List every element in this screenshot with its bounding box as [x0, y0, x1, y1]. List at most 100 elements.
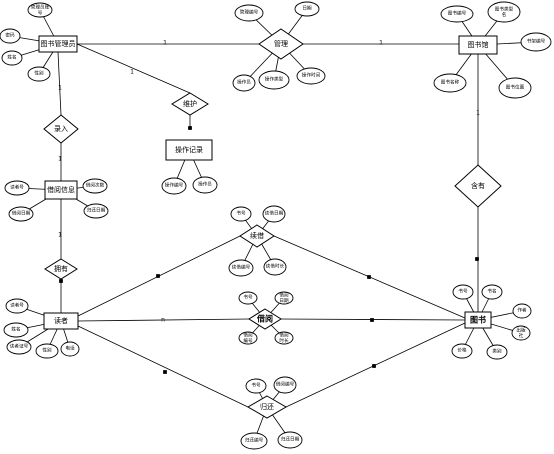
attribute-label: 密码: [5, 32, 15, 39]
attribute-book-4: 价格: [451, 343, 473, 359]
attribute-label: 借阅日期: [12, 210, 31, 217]
attribute-label: 借阅编号: [276, 381, 295, 388]
relation-label: 维护: [183, 99, 197, 108]
attribute-return-0: 书号: [245, 378, 267, 394]
relation-manage: 管理: [258, 28, 304, 60]
attribute-librarian-2: 姓名: [1, 50, 23, 66]
attribute-borrow-3: 借阅时长: [274, 331, 294, 345]
cardinality-label: 1: [476, 110, 480, 117]
connector-marker: [370, 318, 374, 322]
attribute-label: 姓名: [11, 326, 20, 333]
connector-marker: [156, 274, 160, 278]
attribute-label: 续借编号: [232, 264, 251, 271]
attribute-return-2: 归还编号: [240, 432, 268, 450]
entity-op_log: 操作记录: [165, 139, 213, 161]
attribute-book-1: 书名: [481, 284, 503, 300]
relationship-edge: [77, 318, 250, 322]
attribute-label: 借阅日期: [279, 291, 289, 304]
attribute-renew-1: 续借日期: [262, 205, 286, 223]
attribute-book-3: 出版社: [511, 325, 531, 341]
attribute-label: 续借日期: [265, 210, 284, 217]
attribute-librarian-1: 密码: [0, 28, 21, 44]
cardinality-label: 1: [58, 232, 62, 239]
connector-marker: [163, 370, 167, 374]
attribute-label: 书号: [251, 382, 261, 389]
relationship-edge: [76, 43, 191, 94]
attribute-label: 归还编号: [245, 437, 264, 444]
cardinality-label: n: [161, 317, 165, 324]
entity-label: 图书馆: [468, 40, 489, 49]
attribute-book-5: 类别: [486, 344, 508, 360]
attribute-label: 性别: [42, 347, 52, 354]
attribute-library-4: 图书名称: [433, 73, 467, 93]
relation-label: 含有: [471, 181, 485, 190]
diagram-markers: [59, 126, 479, 374]
attribute-label: 读者号: [10, 302, 24, 309]
relation-label: 拥有: [54, 264, 68, 273]
diagram-entities: 图书管理员图书馆操作记录借阅信息读者图书: [38, 35, 498, 330]
attribute-op_log-0: 操作编号: [161, 177, 187, 195]
attribute-label: 续借时长: [266, 263, 285, 270]
attribute-borrow-2: 借阅编号: [238, 331, 258, 345]
attribute-label: 归还日期: [87, 207, 106, 214]
attribute-librarian-0: 管理员账号: [27, 2, 53, 18]
entity-library: 图书馆: [458, 35, 498, 55]
attribute-borrow-0: 书号: [238, 291, 258, 305]
attribute-label: 管理编号: [240, 9, 259, 16]
attribute-label: 图书编号: [448, 10, 467, 17]
attribute-reader-1: 姓名: [3, 322, 29, 338]
attribute-return-3: 归还日期: [277, 431, 303, 449]
attribute-label: 操作时间: [302, 72, 321, 79]
attribute-label: 操作类型: [265, 76, 284, 83]
relation-label: 借阅: [256, 314, 273, 324]
attribute-renew-2: 续借编号: [228, 259, 254, 277]
attribute-label: 姓名: [7, 54, 16, 61]
attribute-label: 类别: [492, 348, 502, 355]
attribute-label: 借阅编号: [243, 331, 253, 344]
entity-label: 借阅信息: [47, 185, 75, 194]
connector-marker: [188, 126, 192, 130]
attribute-label: 图书位置: [506, 84, 525, 91]
connector-marker: [475, 257, 479, 261]
attribute-library-0: 图书编号: [440, 5, 474, 23]
attribute-label: 性别: [34, 70, 44, 77]
attribute-renew-0: 书号: [230, 206, 252, 222]
attribute-reg_info-3: 归还日期: [83, 203, 109, 219]
attribute-label: 图书类型名: [495, 5, 514, 18]
relation-label: 管理: [274, 39, 288, 48]
connector-marker: [372, 364, 376, 368]
relation-label: 续借: [250, 231, 264, 240]
attribute-reg_info-0: 读者号: [4, 180, 30, 196]
attribute-label: 归还日期: [281, 436, 300, 443]
attribute-label: 价格: [457, 347, 467, 354]
attribute-manage-4: 操作时间: [296, 67, 326, 85]
attribute-op_log-1: 操作员: [192, 176, 218, 194]
relation-owns: 拥有: [44, 258, 78, 280]
attribute-label: 借阅次数: [86, 182, 105, 189]
cardinality-label: 1: [58, 85, 62, 92]
cardinality-label: 1: [163, 40, 167, 47]
attribute-reader-2: 读者证号: [6, 339, 32, 355]
attribute-label: 图书名称: [441, 79, 460, 86]
connector-marker: [59, 279, 63, 283]
attribute-manage-0: 管理编号: [234, 4, 264, 22]
attribute-label: 书号: [458, 288, 468, 295]
attribute-label: 书号: [236, 210, 246, 217]
cardinality-label: 1: [130, 69, 134, 76]
attribute-renew-3: 续借时长: [263, 258, 287, 276]
relationship-edge: [57, 51, 62, 116]
attribute-library-1: 图书类型名: [487, 1, 521, 23]
attribute-library-3: 图书位置: [498, 77, 532, 99]
attribute-manage-3: 操作类型: [258, 70, 290, 90]
attribute-reader-0: 读者号: [5, 298, 29, 314]
entity-book: 图书: [464, 311, 492, 329]
attribute-label: 出版社: [516, 326, 526, 339]
entity-reader: 读者: [43, 312, 79, 330]
connector-marker: [367, 275, 371, 279]
attribute-label: 借阅时长: [279, 331, 289, 344]
attribute-librarian-3: 性别: [27, 66, 51, 82]
attribute-manage-2: 操作员: [232, 74, 256, 92]
